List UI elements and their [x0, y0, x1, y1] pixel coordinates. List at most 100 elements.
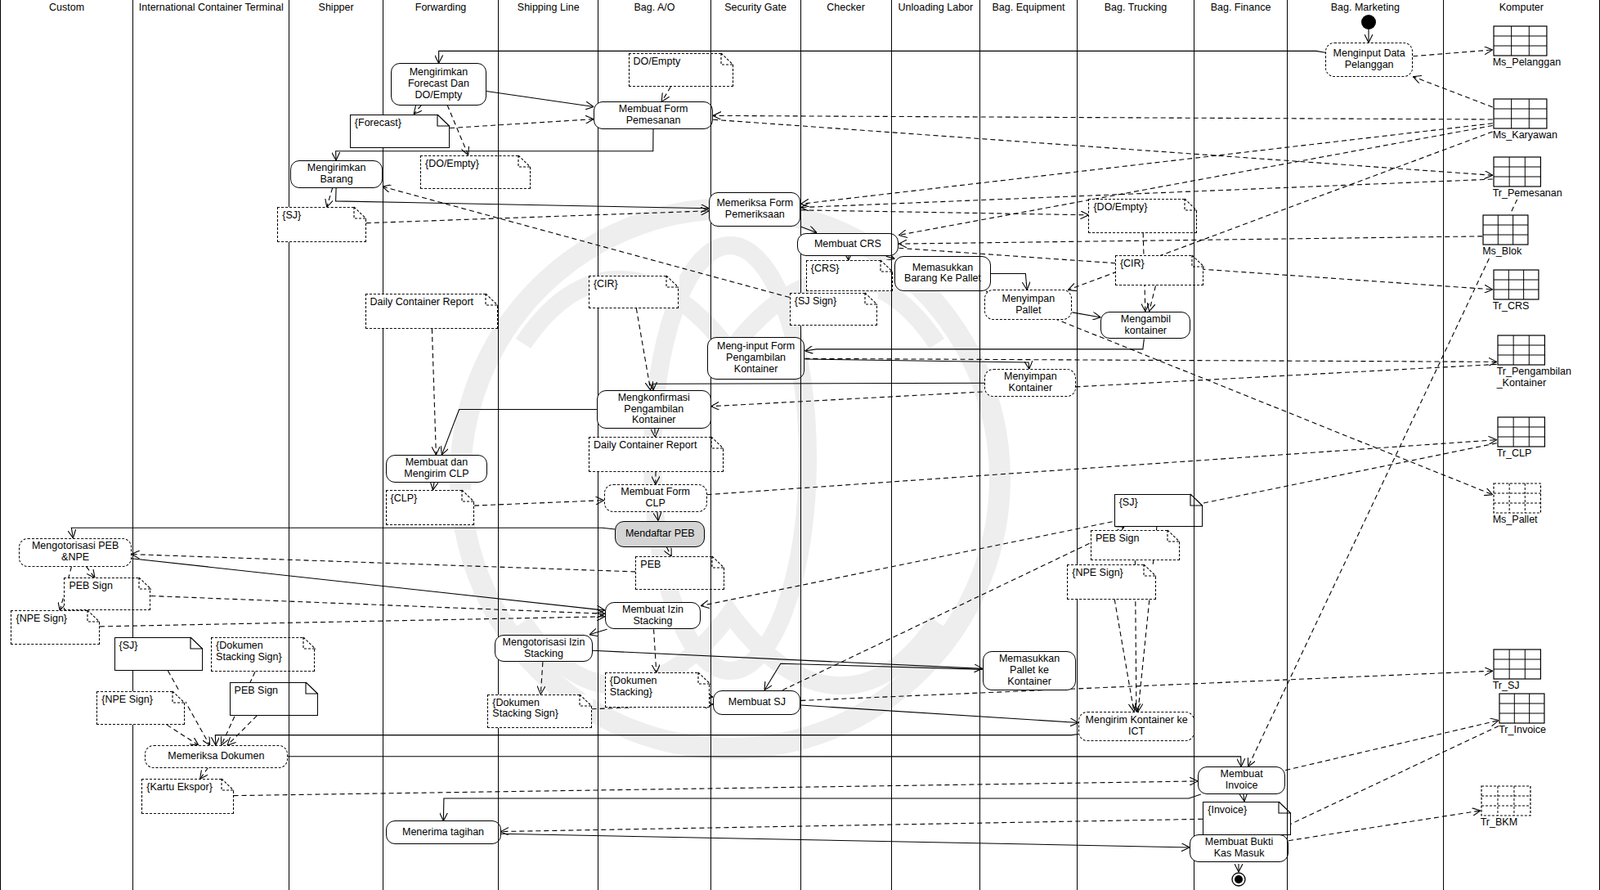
- table-name: Tr_Pemesanan: [1492, 188, 1563, 200]
- activity-label: Menerima tagihan: [402, 826, 485, 839]
- note-corner: [1167, 529, 1181, 543]
- activity-box: Menerima tagihan: [385, 820, 502, 844]
- object-flow: [1288, 810, 1481, 841]
- activity-box: Mengirimkan Forecast Dan DO/Empty: [390, 62, 487, 105]
- table-grid: [1493, 45, 1547, 47]
- object-flow: [636, 308, 650, 390]
- database-table: Tr_SJ: [1492, 648, 1542, 692]
- note-fold-line: [305, 681, 319, 695]
- activity-label: Membuat Invoice: [1203, 768, 1280, 792]
- note-corner: [461, 489, 476, 502]
- table-icon: [1492, 648, 1542, 680]
- object-label: {CRS}: [811, 263, 878, 275]
- table-grid: [1508, 156, 1510, 187]
- table-icon: [1492, 98, 1548, 130]
- control-flow: [439, 50, 1326, 63]
- swimlane: CheckerMembuat CRS{CRS}{SJ Sign}: [800, 0, 892, 890]
- object-note: {Dokumen Stacking Sign}: [210, 636, 315, 672]
- object-flow: [327, 188, 333, 208]
- activity-label: Memeriksa Form Pemeriksaan: [714, 197, 795, 221]
- table-grid: [1513, 785, 1515, 816]
- table-grid: [1523, 156, 1525, 187]
- object-note: {NPE Sign}: [96, 690, 184, 725]
- object-label: {Invoice}: [1207, 804, 1275, 816]
- table-icon: [1496, 416, 1546, 448]
- lane-title: Bag. Marketing: [1290, 2, 1441, 14]
- note-fold-line: [221, 778, 234, 791]
- object-flow: [1412, 49, 1493, 57]
- activity-box: Memasukkan Barang Ke Pallet: [894, 255, 991, 291]
- note-corner: [698, 672, 712, 685]
- note-fold-line: [1184, 198, 1197, 211]
- activity-box: Membuat Form CLP: [604, 484, 708, 512]
- note-fold-line: [172, 690, 185, 704]
- note-fold-line: [190, 636, 203, 650]
- object-flow: [227, 715, 257, 745]
- object-note: {Kartu Ekspor}: [141, 778, 234, 813]
- lane-title: Unloading Labor: [894, 2, 978, 14]
- table-icon: [1496, 334, 1546, 366]
- activity-box: Menginput Data Pelanggan: [1325, 42, 1413, 77]
- control-flow: [800, 226, 817, 234]
- table-grid: [1523, 649, 1525, 679]
- table-grid: [1493, 492, 1541, 494]
- object-label: {Dokumen Stacking}: [609, 675, 695, 699]
- object-flow: [540, 661, 543, 694]
- table-grid: [1528, 26, 1529, 56]
- control-flow: [486, 90, 594, 107]
- table-grid: [1523, 483, 1525, 513]
- note-fold: [1184, 198, 1197, 211]
- object-note: {CLP}: [385, 489, 476, 525]
- swimlane: Bag. MarketingMenginput Data Pelanggan: [1286, 0, 1444, 890]
- note-corner: [303, 636, 317, 650]
- control-flow: [287, 756, 1242, 767]
- note-fold: [87, 609, 100, 623]
- object-label: {NPE Sign}: [101, 694, 169, 706]
- note-fold-line: [864, 292, 878, 305]
- note-fold: [579, 694, 592, 707]
- database-table: Tr_Pemesanan: [1492, 156, 1563, 200]
- activity-label: Memeriksa Dokumen: [167, 750, 265, 762]
- object-flow: [654, 628, 657, 673]
- lane-title: Forwarding: [385, 2, 496, 14]
- control-flow: [432, 482, 435, 490]
- note-fold: [221, 778, 234, 791]
- lane-title: International Container Terminal: [135, 2, 287, 14]
- note-fold-line: [518, 155, 531, 168]
- watermark-ring: [460, 208, 1000, 749]
- object-flow: [200, 767, 209, 780]
- swimlane: CustomMengotorisasi PEB &NPEPEB Sign{NPE…: [0, 0, 133, 890]
- note-fold: [485, 293, 498, 306]
- note-fold-line: [87, 609, 100, 623]
- object-note: PEB Sign: [63, 577, 151, 610]
- database-table: Tr_CLP: [1496, 416, 1546, 460]
- object-note: {CIR}: [1115, 255, 1205, 286]
- object-label: {Dokumen Stacking Sign}: [215, 640, 300, 664]
- swimlane: KomputerMs_PelangganMs_KaryawanTr_Pemesa…: [1443, 0, 1600, 890]
- activity-box: Mengkonfirmasi Pengambilan Kontainer: [596, 389, 712, 429]
- note-fold-line: [138, 577, 152, 590]
- activity-label: Mengotorisasi PEB &NPE: [24, 540, 126, 564]
- table-frame: [1499, 693, 1545, 723]
- object-flow: [1412, 76, 1493, 108]
- note-fold-line: [1190, 493, 1203, 507]
- control-flow: [131, 558, 606, 610]
- control-flow: [592, 649, 983, 668]
- object-note: {NPE Sign}: [1066, 564, 1157, 599]
- activity-label: Menginput Data Pelanggan: [1331, 48, 1408, 72]
- object-note: {Dokumen Stacking}: [605, 672, 711, 707]
- table-grid: [1523, 269, 1524, 300]
- control-flow: [800, 704, 1078, 722]
- activity-label: Mengirimkan Barang: [295, 162, 377, 186]
- note-corner: [221, 778, 235, 791]
- activity-box: Memeriksa Form Pemeriksaan: [708, 192, 801, 227]
- object-label: {DO/Empty}: [1093, 201, 1181, 214]
- activity-box: Mengirimkan Barang: [290, 160, 382, 189]
- activity-box: Memeriksa Dokumen: [144, 744, 288, 767]
- object-flow: [800, 210, 1089, 216]
- object-flow: [898, 236, 1483, 244]
- object-flow: [666, 546, 672, 556]
- activity-label: Membuat SJ: [728, 696, 786, 709]
- table-icon: [1480, 784, 1532, 816]
- object-label: {Dokumen Stacking Sign}: [492, 697, 576, 721]
